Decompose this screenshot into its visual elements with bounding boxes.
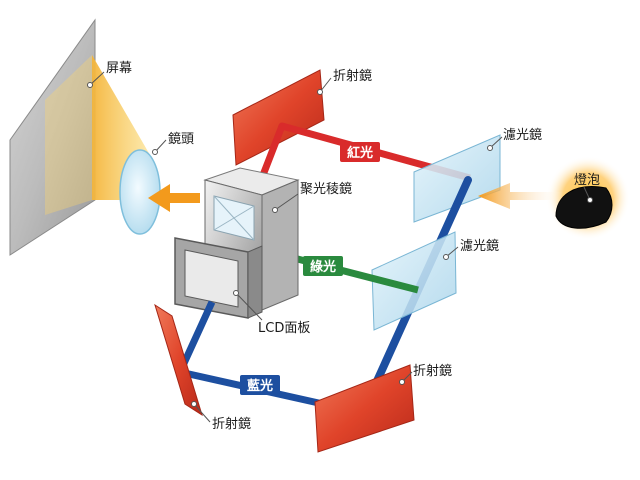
lens	[119, 149, 161, 235]
mirror-bottom-right-label: 折射鏡	[413, 363, 452, 379]
lamp-arrow	[478, 183, 566, 209]
mirror-top-label: 折射鏡	[333, 68, 372, 84]
prism-right	[261, 179, 299, 311]
output-arrow	[148, 184, 200, 212]
lens-label: 鏡頭	[168, 132, 194, 147]
filter-top-label: 濾光鏡	[503, 128, 542, 143]
screen-label: 屏幕	[106, 61, 132, 76]
red-light-label: 紅光	[347, 145, 373, 161]
mirror-bottom-left	[154, 303, 203, 417]
mirror-top	[232, 69, 325, 166]
red-light-path	[254, 122, 471, 190]
mirror-bottom-left-label: 折射鏡	[212, 416, 251, 432]
lcd-panel-label: LCD面板	[258, 321, 310, 336]
mirror-bottom-right	[314, 364, 415, 453]
red-light-tag	[340, 142, 380, 162]
green-light-tag	[303, 256, 343, 276]
filter-middle-label: 濾光鏡	[460, 239, 499, 254]
lamp	[555, 186, 613, 229]
prism-label: 聚光稜鏡	[300, 182, 352, 197]
lamp-label: 燈泡	[574, 173, 600, 188]
blue-light-label: 藍光	[247, 378, 273, 394]
green-light-label: 綠光	[310, 259, 336, 275]
blue-light-tag	[240, 375, 280, 395]
leader-lines	[87, 71, 593, 423]
filter-middle	[371, 231, 457, 331]
